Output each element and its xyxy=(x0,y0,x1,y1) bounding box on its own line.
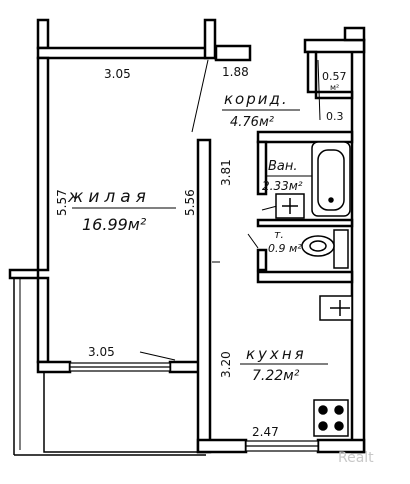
stove-burner-1 xyxy=(318,405,328,415)
wall-toilet-left xyxy=(256,248,268,272)
dim-closet-top: 0.57 xyxy=(322,70,347,83)
wall-partition-mid xyxy=(214,44,252,62)
kitchen-stove xyxy=(313,399,349,437)
dimension-labels: 3.05 3.05 5.57 5.56 1.88 3.81 0.57 м² 0.… xyxy=(55,65,347,439)
balcony-ledge-left xyxy=(8,268,40,280)
dim-closet-bottom: 0.3 xyxy=(326,110,344,123)
wall-bath-bottom xyxy=(256,270,354,284)
door-living-leader xyxy=(191,59,209,133)
wall-left xyxy=(36,56,50,272)
wall-top-left xyxy=(36,18,50,50)
wall-right-corner xyxy=(343,26,366,42)
dim-corridor-height: 3.81 xyxy=(219,159,233,186)
dim-living-bottom: 3.05 xyxy=(88,345,115,359)
wall-bath-top xyxy=(256,130,354,144)
corridor-name: корид. xyxy=(224,90,289,108)
wall-closet-left xyxy=(306,50,318,94)
dim-closet-unit: м² xyxy=(330,83,339,92)
wall-bath-left xyxy=(256,140,268,196)
wall-bath-toilet xyxy=(256,218,354,228)
living-area: 16.99м² xyxy=(82,215,147,234)
toilet-tank xyxy=(333,229,349,269)
windows xyxy=(69,46,319,452)
door-closet-leader xyxy=(317,59,321,121)
dim-kitchen-height: 3.20 xyxy=(219,351,233,378)
stove-burner-4 xyxy=(334,421,344,431)
wall-partition-top xyxy=(203,18,217,60)
watermark: Realt xyxy=(338,450,374,466)
wall-right xyxy=(350,38,366,454)
wall-kitchen-bottom-left xyxy=(196,438,248,454)
living-name: жилая xyxy=(67,187,151,207)
kitchen-name: кухня xyxy=(246,345,307,363)
kitchen-area: 7.22м² xyxy=(252,368,300,384)
dim-living-right: 5.56 xyxy=(183,189,197,216)
door-balcony-leader xyxy=(139,351,176,361)
wall-closet-mid xyxy=(314,90,354,100)
toilet-area: 0.9 м² xyxy=(268,242,302,255)
bathtub-drain xyxy=(328,197,334,203)
bath-area: 2.33м² xyxy=(262,179,303,193)
toilet-bowl-inner xyxy=(309,240,327,252)
wall-top-living xyxy=(36,46,210,60)
door-toilet-leader xyxy=(247,233,259,249)
window-top-corridor xyxy=(214,46,217,60)
wall-left-lower xyxy=(36,276,50,364)
stove-burner-3 xyxy=(318,421,328,431)
fixtures xyxy=(275,141,353,437)
walls xyxy=(8,18,366,456)
toilet-name: т. xyxy=(274,228,284,241)
wall-living-bottom-left xyxy=(36,360,72,374)
dim-corridor-width: 1.88 xyxy=(222,65,249,79)
bath-name: Ван. xyxy=(268,159,298,174)
wall-partition-lower xyxy=(196,138,212,454)
balcony-outline xyxy=(43,372,207,453)
bathtub-inner xyxy=(317,149,345,211)
corridor-area: 4.76м² xyxy=(230,115,274,130)
wall-right-top xyxy=(303,38,366,54)
dim-living-left: 5.57 xyxy=(55,189,69,216)
dim-kitchen-width: 2.47 xyxy=(252,425,279,439)
room-labels: жилая 16.99м² корид. 4.76м² Ван. 2.33м² … xyxy=(67,90,328,384)
stove-burner-2 xyxy=(334,405,344,415)
dim-living-top: 3.05 xyxy=(104,67,131,81)
